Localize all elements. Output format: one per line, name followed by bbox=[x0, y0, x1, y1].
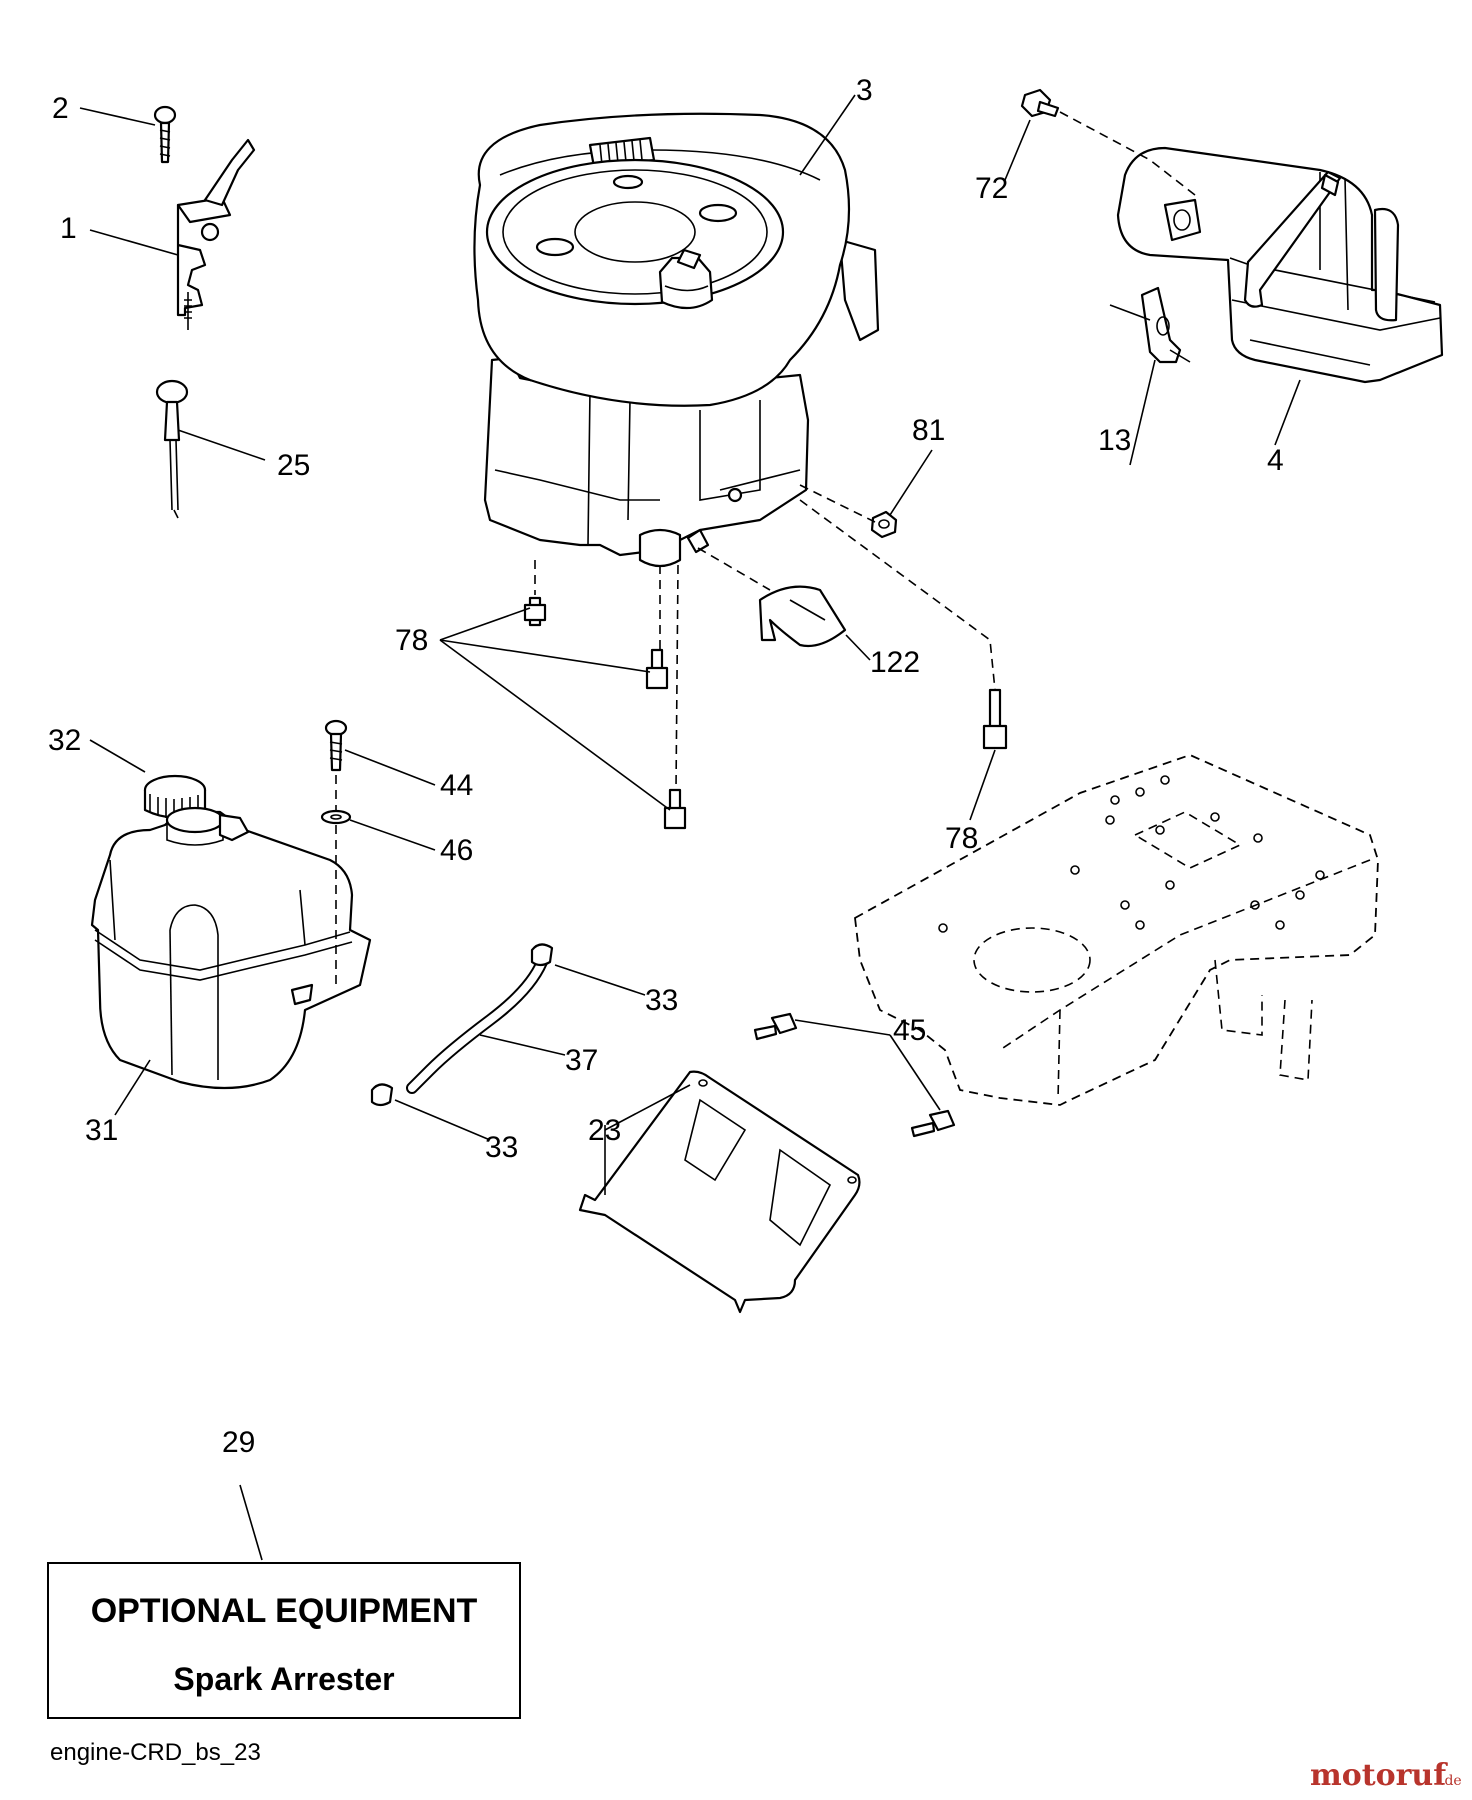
callout-32: 32 bbox=[48, 724, 81, 757]
muffler-part bbox=[1116, 146, 1444, 384]
shield-plate-part bbox=[578, 1070, 861, 1314]
gasket-part bbox=[1140, 286, 1182, 364]
callout-78a: 78 bbox=[395, 624, 428, 657]
callout-3: 3 bbox=[856, 74, 873, 107]
screw-part-44 bbox=[324, 719, 348, 772]
callout-4: 4 bbox=[1267, 444, 1284, 477]
callout-labels: 1 2 3 72 4 13 25 81 78 122 78 32 44 46 3… bbox=[48, 74, 1284, 1459]
brand-logo: motoruf .de bbox=[1310, 1758, 1462, 1793]
engine-part bbox=[473, 112, 880, 568]
callout-33a: 33 bbox=[645, 984, 678, 1017]
fuel-tank-part bbox=[90, 806, 372, 1090]
callout-31: 31 bbox=[85, 1114, 118, 1147]
callout-29: 29 bbox=[222, 1426, 255, 1459]
heat-shield-part bbox=[758, 585, 847, 648]
leader-lines bbox=[79, 94, 1301, 1561]
washer-part-46 bbox=[320, 809, 352, 825]
throttle-control-part bbox=[176, 138, 256, 330]
choke-knob-part bbox=[155, 379, 189, 519]
callout-78b: 78 bbox=[945, 822, 978, 855]
screw-part-45 bbox=[753, 1012, 956, 1138]
callout-23: 23 bbox=[588, 1114, 621, 1147]
callout-72: 72 bbox=[975, 172, 1008, 205]
callout-1: 1 bbox=[60, 212, 77, 245]
optional-equipment-box: OPTIONAL EQUIPMENT Spark Arrester bbox=[47, 1562, 521, 1719]
callout-2: 2 bbox=[52, 92, 69, 125]
callout-13: 13 bbox=[1098, 424, 1131, 457]
brand-suffix: .de bbox=[1440, 1773, 1462, 1789]
optional-equipment-item: Spark Arrester bbox=[173, 1661, 394, 1697]
diagram-caption: engine-CRD_bs_23 bbox=[50, 1739, 261, 1766]
callout-81: 81 bbox=[912, 414, 945, 447]
nut-part-81 bbox=[870, 510, 898, 539]
bolt-part-72 bbox=[1020, 88, 1060, 118]
callout-33b: 33 bbox=[485, 1131, 518, 1164]
screw-part-2 bbox=[153, 105, 177, 164]
callout-122: 122 bbox=[870, 646, 920, 679]
callout-44: 44 bbox=[440, 769, 473, 802]
callout-37: 37 bbox=[565, 1044, 598, 1077]
optional-equipment-title: OPTIONAL EQUIPMENT bbox=[91, 1592, 478, 1630]
fuel-line-part bbox=[406, 956, 548, 1094]
callout-25: 25 bbox=[277, 449, 310, 482]
callout-45: 45 bbox=[893, 1014, 926, 1047]
frame-part bbox=[854, 754, 1379, 1106]
callout-46: 46 bbox=[440, 834, 473, 867]
hose-clamp-part bbox=[370, 943, 554, 1107]
brand-name: motoruf bbox=[1310, 1758, 1448, 1793]
